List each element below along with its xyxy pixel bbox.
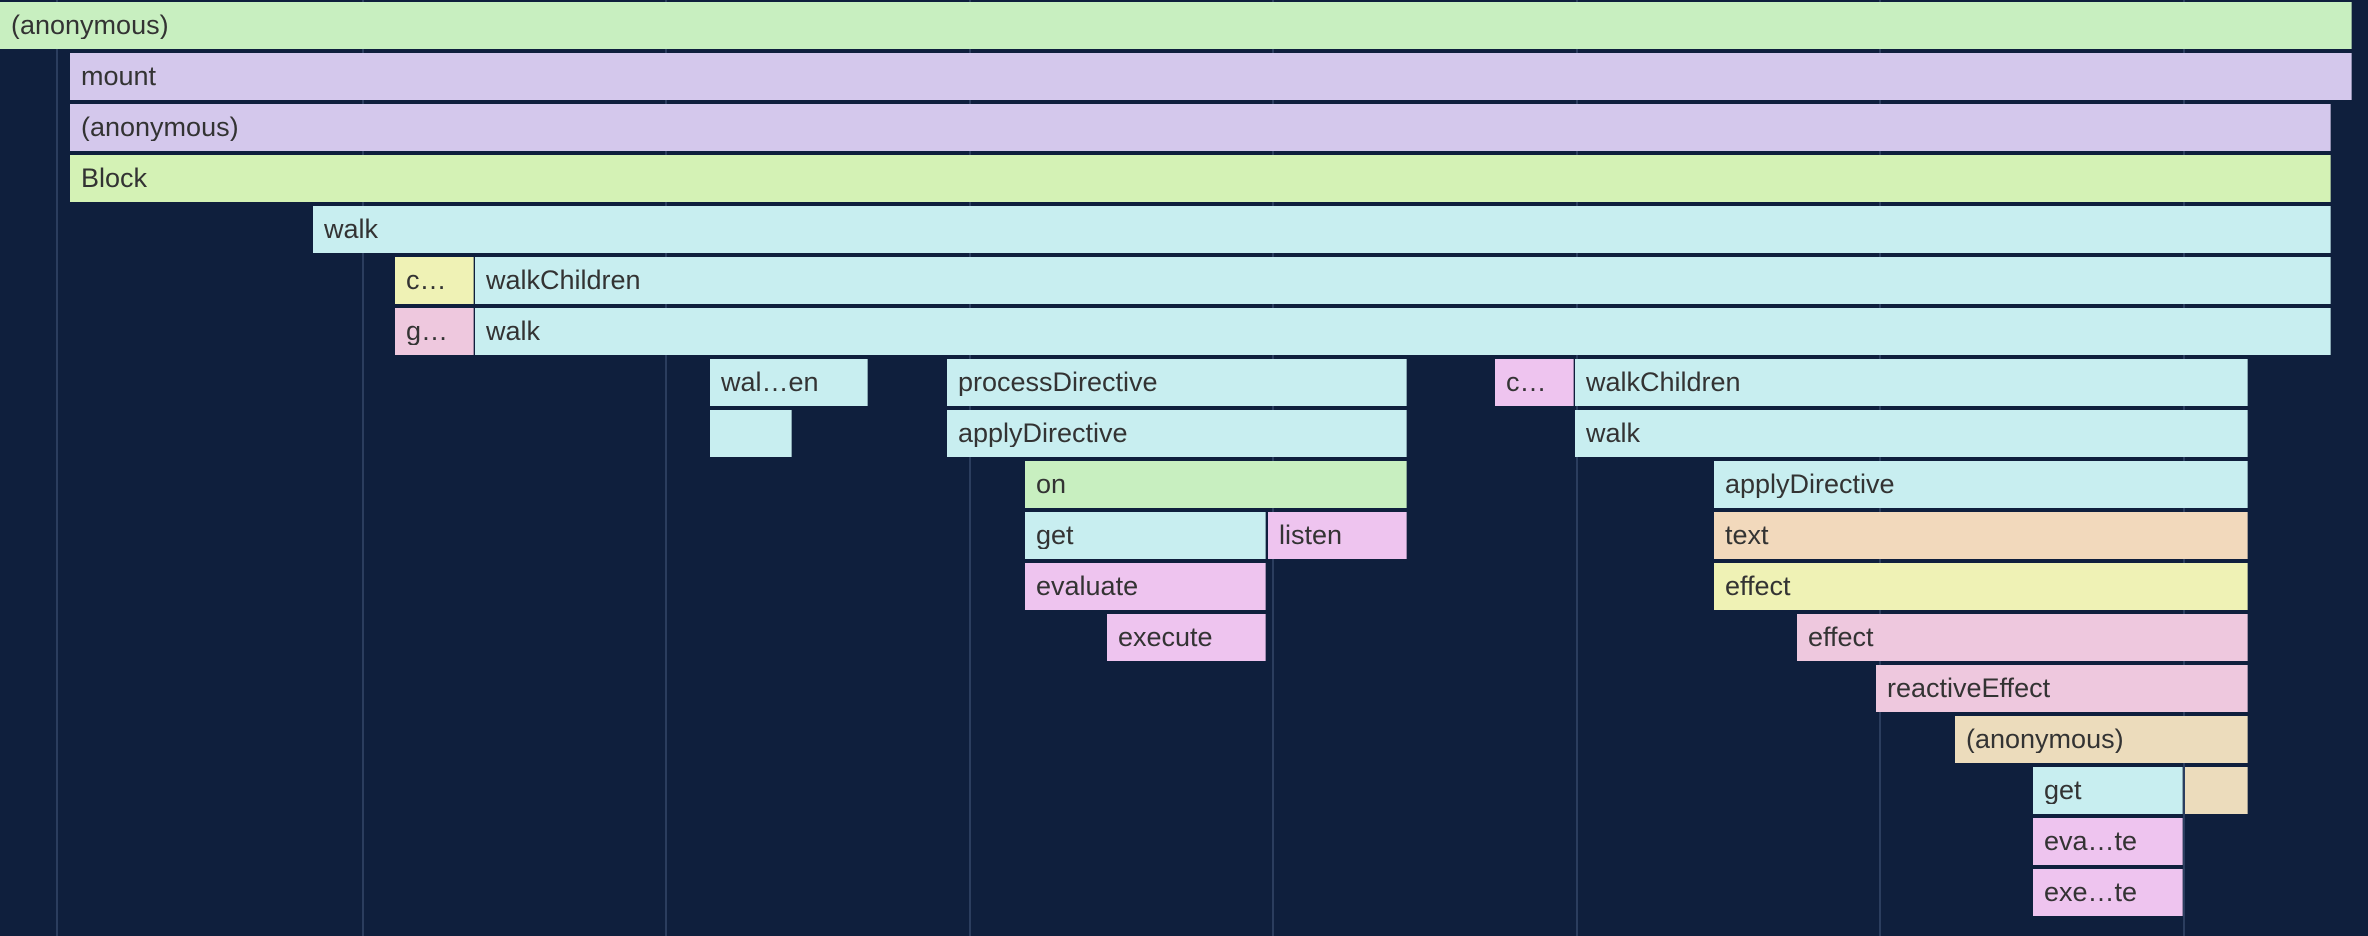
flame-frame-label: exe…te xyxy=(2044,879,2138,906)
flame-frame[interactable]: Block xyxy=(70,155,2331,202)
flame-frame-label: (anonymous) xyxy=(11,12,169,39)
flame-frame[interactable]: applyDirective xyxy=(947,410,1407,457)
flame-frame-label: get xyxy=(1036,522,1074,549)
flame-frame-label: walk xyxy=(486,318,541,345)
flame-frame[interactable]: walk xyxy=(1575,410,2248,457)
flame-frame-label: reactiveEffect xyxy=(1887,675,2051,702)
flame-frame[interactable]: walk xyxy=(475,308,2331,355)
flame-frame[interactable]: evaluate xyxy=(1025,563,1266,610)
flame-frame[interactable]: listen xyxy=(1268,512,1407,559)
flame-frame[interactable]: effect xyxy=(1797,614,2248,661)
flame-frame-label: processDirective xyxy=(958,369,1158,396)
flame-frame[interactable]: exe…te xyxy=(2033,869,2183,916)
flame-frame-label: mount xyxy=(81,63,157,90)
flame-frame-label: Block xyxy=(81,165,148,192)
flame-frame[interactable]: get xyxy=(1025,512,1266,559)
flame-frame-label: c… xyxy=(406,267,447,294)
flame-frame-label: execute xyxy=(1118,624,1213,651)
flame-frame-label: applyDirective xyxy=(958,420,1128,447)
flame-frame[interactable]: applyDirective xyxy=(1714,461,2248,508)
flame-frame-label: evaluate xyxy=(1036,573,1139,600)
flame-frame[interactable]: wal…en xyxy=(710,359,868,406)
flame-frame[interactable]: g… xyxy=(395,308,474,355)
flame-frame-label: walk xyxy=(324,216,379,243)
flame-frame-label: walkChildren xyxy=(1586,369,1741,396)
flame-frame[interactable]: (anonymous) xyxy=(70,104,2331,151)
flame-frame[interactable] xyxy=(710,410,792,457)
flame-frame[interactable]: (anonymous) xyxy=(0,2,2352,49)
flame-frame[interactable]: execute xyxy=(1107,614,1266,661)
flame-frame[interactable]: text xyxy=(1714,512,2248,559)
flame-frame-label: g… xyxy=(406,318,449,345)
flame-frame[interactable]: walkChildren xyxy=(475,257,2331,304)
flame-frame-label: eva…te xyxy=(2044,828,2138,855)
flame-frame-label: walk xyxy=(1586,420,1641,447)
flame-frame[interactable]: walkChildren xyxy=(1575,359,2248,406)
flame-frame[interactable]: (anonymous) xyxy=(1955,716,2248,763)
flame-frame[interactable]: effect xyxy=(1714,563,2248,610)
flame-frame[interactable]: c… xyxy=(395,257,474,304)
flame-frame[interactable]: reactiveEffect xyxy=(1876,665,2248,712)
flame-frame-label: walkChildren xyxy=(486,267,641,294)
flame-frame[interactable]: mount xyxy=(70,53,2352,100)
flame-frame[interactable]: c… xyxy=(1495,359,1574,406)
flame-frame[interactable]: get xyxy=(2033,767,2183,814)
flame-frame-label: wal…en xyxy=(721,369,819,396)
flame-frame-label: get xyxy=(2044,777,2082,804)
flame-frame[interactable]: walk xyxy=(313,206,2331,253)
flame-frame-label: applyDirective xyxy=(1725,471,1895,498)
flame-frame[interactable]: eva…te xyxy=(2033,818,2183,865)
flame-frame[interactable]: processDirective xyxy=(947,359,1407,406)
flame-frame-label: (anonymous) xyxy=(1966,726,2124,753)
flame-frame-label: c… xyxy=(1506,369,1547,396)
flame-frame-label: (anonymous) xyxy=(81,114,239,141)
flame-frame[interactable] xyxy=(2185,767,2248,814)
flame-frame-label: effect xyxy=(1808,624,1874,651)
flame-frame[interactable]: on xyxy=(1025,461,1407,508)
flame-frame-label: on xyxy=(1036,471,1067,498)
flame-frame-label: listen xyxy=(1279,522,1343,549)
flame-frame-label: text xyxy=(1725,522,1769,549)
flame-frame-label: effect xyxy=(1725,573,1791,600)
